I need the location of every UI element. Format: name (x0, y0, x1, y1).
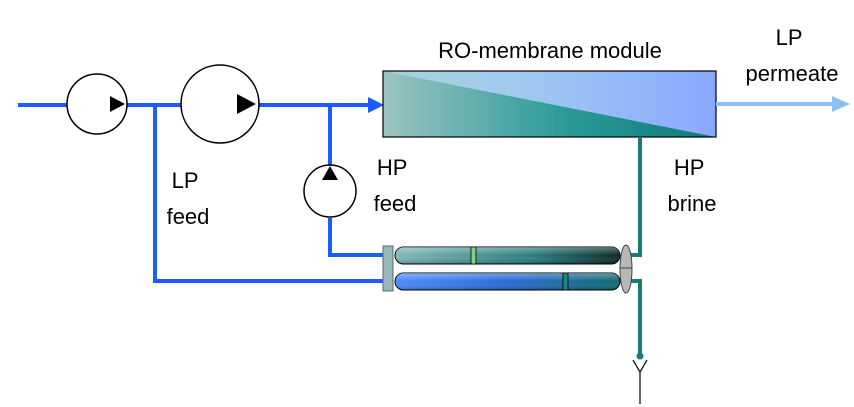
lp-permeate-label: LP permeate (746, 25, 839, 86)
pressure-exchanger (382, 244, 633, 294)
pressure-exchanger-lower-tube (394, 272, 621, 291)
permeate-line (716, 96, 850, 112)
pressure-exchanger-right-endcap (619, 244, 633, 294)
pressure-exchanger-upper-tube (394, 246, 621, 265)
booster-pump (180, 64, 260, 144)
hp-feed-label: HP feed (374, 155, 417, 216)
brine-piping (630, 137, 642, 355)
hp-feed-pump (303, 164, 357, 218)
hp-brine-label: HP brine (668, 155, 717, 216)
ro-membrane-module (382, 70, 717, 138)
brine-drain-valve (632, 352, 648, 404)
lp-feed-label: LP feed (167, 168, 210, 229)
feed-piping (18, 103, 390, 283)
module-inlet-arrow (368, 97, 384, 113)
pressure-exchanger-left-endcap (382, 245, 394, 292)
module-title: RO-membrane module (438, 38, 662, 63)
lp-feed-pump (66, 73, 128, 135)
